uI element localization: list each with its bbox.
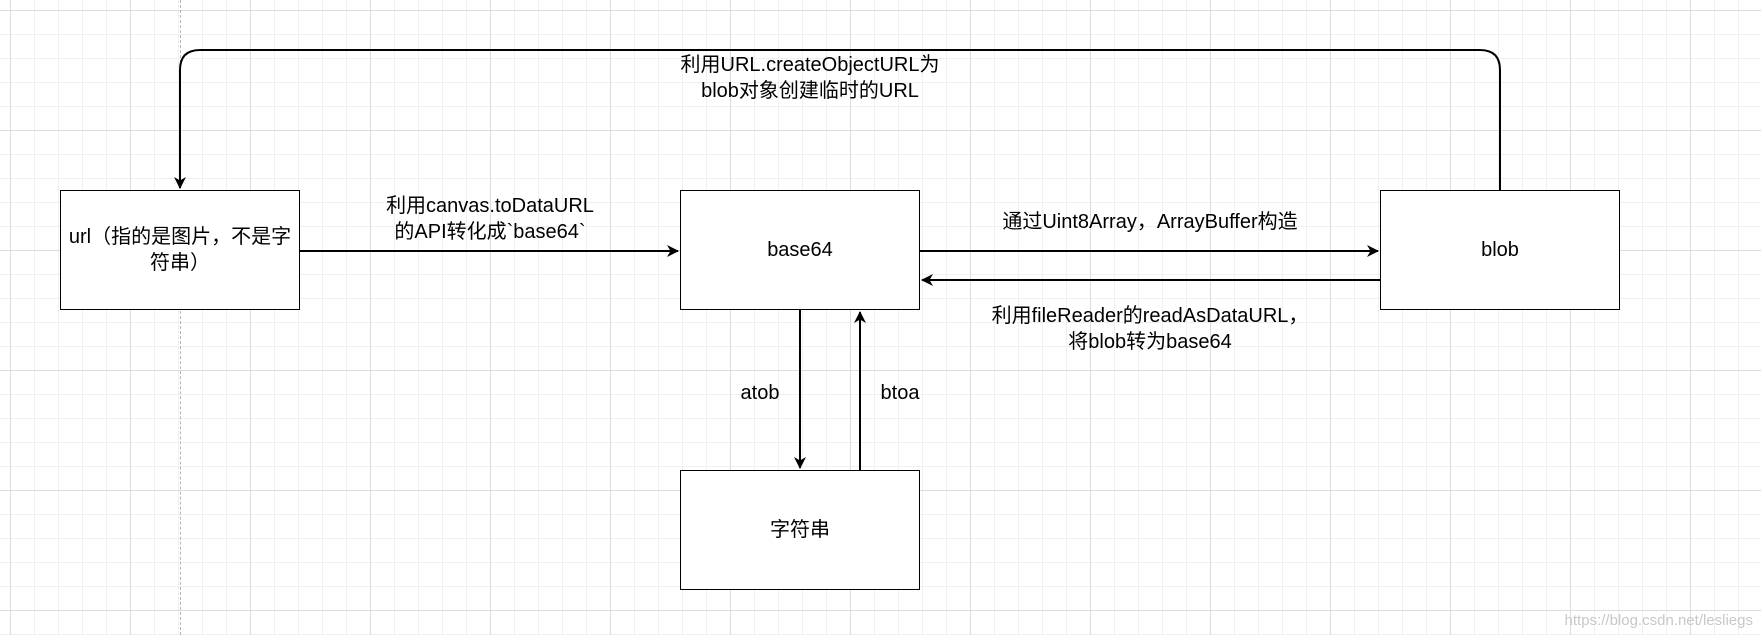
edge-label-url-to-base64: 利用canvas.toDataURL 的API转化成`base64`	[386, 195, 594, 243]
edge-label-blob-to-base64: 利用fileReader的readAsDataURL， 将blob转为base6…	[991, 305, 1309, 353]
node-base64[interactable]: base64	[680, 190, 920, 310]
node-blob-label: blob	[1481, 239, 1519, 261]
node-blob[interactable]: blob	[1380, 190, 1620, 310]
node-url-label: url（指的是图片，不是字符串）	[68, 226, 292, 274]
node-url[interactable]: url（指的是图片，不是字符串）	[60, 190, 300, 310]
edge-label-btoa: btoa	[880, 382, 920, 404]
edge-label-atob: atob	[740, 382, 780, 404]
dashed-guide-line	[180, 0, 181, 635]
edge-label-blob-to-url: 利用URL.createObjectURL为 blob对象创建临时的URL	[680, 54, 940, 102]
edge-blob-to-url	[174, 49, 1501, 190]
node-string[interactable]: 字符串	[680, 470, 920, 590]
node-string-label: 字符串	[770, 519, 830, 541]
node-base64-label: base64	[767, 239, 833, 261]
edge-label-base64-to-blob: 通过Uint8Array，ArrayBuffer构造	[1002, 211, 1298, 233]
watermark: https://blog.csdn.net/lesliegs	[1564, 612, 1753, 629]
